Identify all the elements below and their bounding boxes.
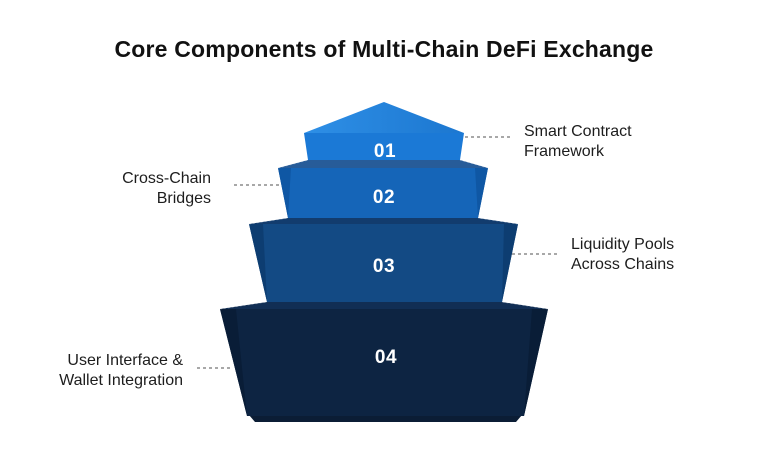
- pyramid-base-strip: [249, 415, 522, 422]
- tier1-roof: [304, 102, 464, 133]
- label-liquidity-pools-across-chains: Liquidity Pools Across Chains: [571, 235, 674, 275]
- tier2-side-right: [475, 168, 488, 218]
- tier2-number: 02: [373, 187, 395, 208]
- label-smart-contract-framework: Smart Contract Framework: [524, 122, 632, 162]
- label-line: Framework: [524, 143, 605, 160]
- page-title: Core Components of Multi-Chain DeFi Exch…: [114, 36, 654, 62]
- tier3-side-right: [502, 224, 518, 302]
- ledge-seam: [248, 217, 289, 225]
- tier3-number: 03: [373, 256, 395, 277]
- label-line: Bridges: [156, 190, 211, 207]
- tier3-top-surface: [249, 218, 518, 224]
- tier1-number: 01: [374, 141, 396, 162]
- tier4-side-right: [524, 309, 548, 416]
- ledge-seam: [277, 159, 309, 169]
- tier1-face: [304, 133, 464, 160]
- tier2-face: [278, 168, 488, 218]
- label-line: Wallet Integration: [59, 372, 183, 389]
- ledge-seam: [459, 159, 489, 169]
- tier4-top-surface: [220, 302, 548, 309]
- tier3-side-left: [249, 224, 267, 302]
- label-user-interface-wallet-integration: User Interface & Wallet Integration: [59, 351, 183, 391]
- tier4-side-left: [220, 309, 247, 416]
- tier2-side-left: [278, 168, 291, 218]
- label-line: Across Chains: [571, 256, 675, 273]
- tier4-face: [220, 309, 548, 416]
- ledge-seam: [477, 217, 519, 225]
- label-cross-chain-bridges: Cross-Chain Bridges: [122, 169, 211, 209]
- tier4-number: 04: [375, 347, 397, 368]
- tier2-top-surface: [278, 160, 488, 168]
- label-line: User Interface &: [67, 352, 183, 369]
- tier3-face: [249, 224, 518, 302]
- label-line: Liquidity Pools: [571, 236, 675, 253]
- label-line: Smart Contract: [524, 123, 632, 140]
- label-line: Cross-Chain: [122, 170, 211, 187]
